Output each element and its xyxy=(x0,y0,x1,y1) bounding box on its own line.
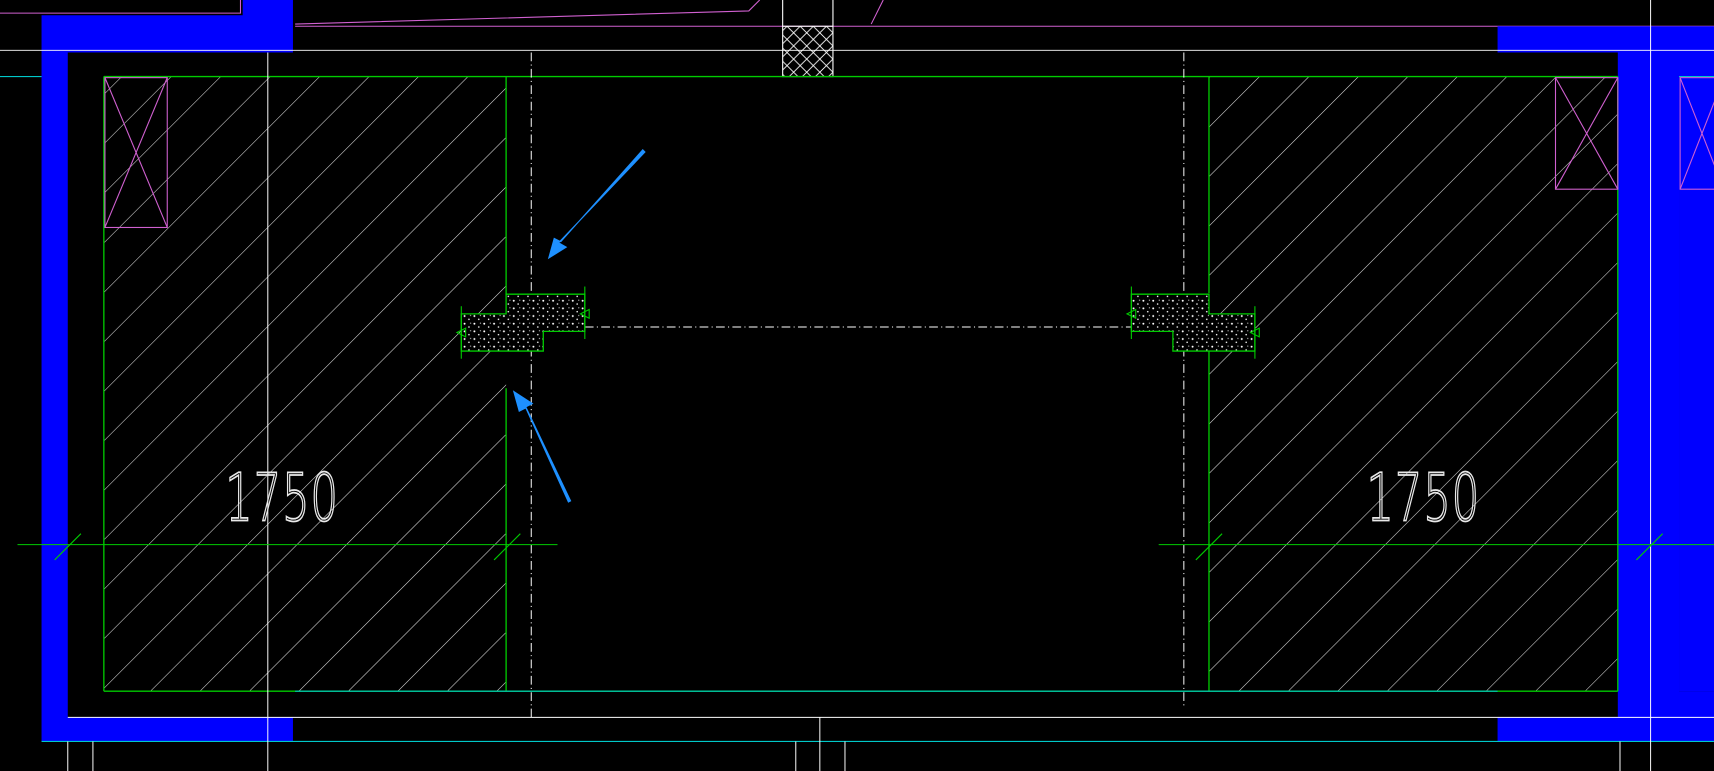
dimension-label-left: 1750 xyxy=(225,461,339,537)
magenta-opening-right[interactable] xyxy=(1554,77,1714,190)
magenta-opening-left[interactable] xyxy=(104,77,168,229)
dimension-lines xyxy=(17,533,1714,561)
arrow-pointer-upper xyxy=(547,149,646,260)
crosshatch-block xyxy=(782,25,834,78)
beam-section-left[interactable] xyxy=(455,286,590,359)
arrow-pointer-lower xyxy=(512,390,572,503)
hatch-region-left[interactable] xyxy=(103,76,507,692)
cyan-lines xyxy=(0,76,1714,743)
top-structure-lines xyxy=(0,0,1714,27)
beam-section-right[interactable] xyxy=(1125,286,1260,359)
hatch-region-right[interactable] xyxy=(1208,76,1618,692)
center-lines xyxy=(530,52,1185,718)
dimension-label-right: 1750 xyxy=(1366,461,1480,537)
